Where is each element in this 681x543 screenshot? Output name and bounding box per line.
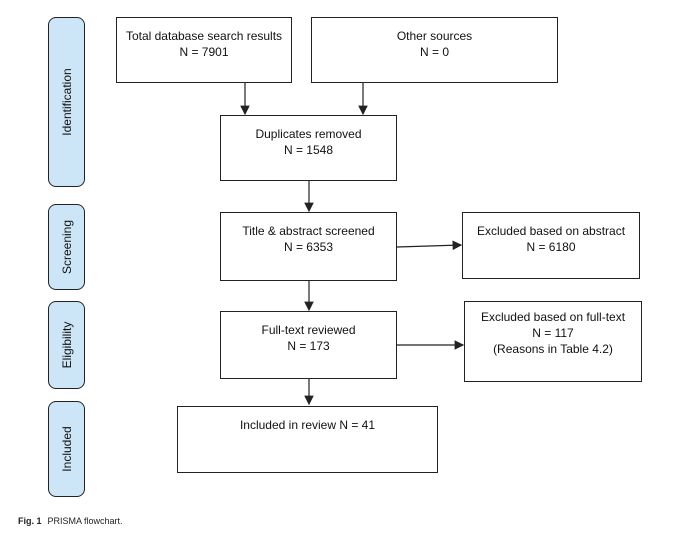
phase-included: Included bbox=[48, 401, 85, 497]
figure-caption: Fig. 1 PRISMA flowchart. bbox=[18, 516, 123, 526]
phase-eligibility-label: Eligibility bbox=[59, 321, 74, 369]
figure-caption-label: Fig. 1 bbox=[18, 516, 42, 526]
fulltext-count: N = 173 bbox=[287, 339, 330, 353]
figure-caption-text: PRISMA flowchart. bbox=[47, 516, 123, 526]
box-excluded-abstract: Excluded based on abstract N = 6180 bbox=[462, 212, 640, 279]
other-sources-label: Other sources bbox=[396, 29, 473, 43]
box-title-abstract-screened: Title & abstract screened N = 6353 bbox=[220, 212, 397, 281]
screened-label: Title & abstract screened bbox=[242, 224, 375, 238]
excluded-abstract-label: Excluded based on abstract bbox=[476, 224, 626, 238]
database-label: Total database search results bbox=[125, 29, 283, 43]
box-duplicates-removed: Duplicates removed N = 1548 bbox=[220, 115, 397, 181]
excluded-fulltext-count: N = 117 bbox=[532, 326, 574, 340]
box-full-text-reviewed: Full-text reviewed N = 173 bbox=[220, 311, 397, 379]
duplicates-count: N = 1548 bbox=[283, 143, 334, 157]
excluded-fulltext-reasons: (Reasons in Table 4.2) bbox=[493, 342, 613, 356]
excluded-fulltext-label: Excluded based on full-text bbox=[480, 310, 626, 324]
duplicates-label: Duplicates removed bbox=[255, 127, 362, 141]
phase-included-label: Included bbox=[59, 426, 74, 472]
included-label: Included in review N = 41 bbox=[239, 418, 376, 432]
phase-identification: Identification bbox=[48, 17, 85, 187]
excluded-abstract-count: N = 6180 bbox=[526, 240, 576, 254]
phase-screening: Screening bbox=[48, 204, 85, 290]
screened-count: N = 6353 bbox=[283, 240, 334, 254]
database-count: N = 7901 bbox=[179, 45, 229, 59]
box-database-search: Total database search results N = 7901 bbox=[116, 17, 292, 83]
box-other-sources: Other sources N = 0 bbox=[311, 17, 558, 83]
phase-eligibility: Eligibility bbox=[48, 301, 85, 389]
box-included-in-review: Included in review N = 41 bbox=[177, 406, 438, 473]
other-sources-count: N = 0 bbox=[419, 45, 449, 59]
phase-screening-label: Screening bbox=[59, 219, 74, 275]
fulltext-label: Full-text reviewed bbox=[261, 323, 356, 337]
box-excluded-full-text: Excluded based on full-text N = 117 (Rea… bbox=[464, 301, 642, 382]
phase-identification-label: Identification bbox=[59, 68, 74, 136]
arrow-screened-to-excluded-abstract bbox=[396, 240, 463, 251]
